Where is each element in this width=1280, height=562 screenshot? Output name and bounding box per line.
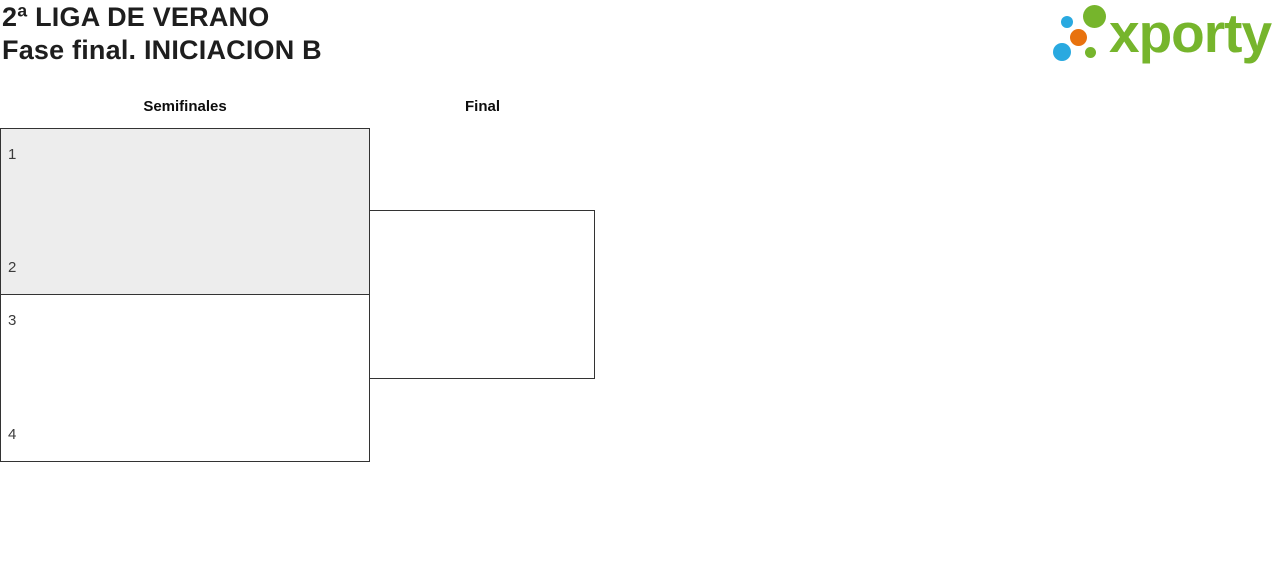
logo-dot-icon xyxy=(1070,29,1087,46)
round-header-semifinales: Semifinales xyxy=(143,98,227,115)
logo-dot-icon xyxy=(1053,43,1071,61)
semifinal-match-2: 3 4 xyxy=(0,294,370,462)
seed-slot-3: 3 xyxy=(8,312,17,329)
logo-dot-icon xyxy=(1085,47,1096,58)
semifinal-match-1: 1 2 xyxy=(0,128,370,295)
xporty-logo-link[interactable]: xporty xyxy=(1048,0,1280,75)
page-title-line1: 2ª LIGA DE VERANO xyxy=(2,2,270,32)
logo-dot-icon xyxy=(1061,16,1073,28)
page-title: 2ª LIGA DE VERANO Fase final. INICIACION… xyxy=(2,1,322,67)
seed-slot-4: 4 xyxy=(8,426,17,443)
page-title-line2: Fase final. INICIACION B xyxy=(2,35,322,65)
logo-dot-icon xyxy=(1083,5,1106,28)
final-match xyxy=(369,210,595,379)
seed-slot-1: 1 xyxy=(8,146,17,163)
round-header-final: Final xyxy=(464,98,500,115)
seed-slot-2: 2 xyxy=(8,259,17,276)
xporty-logo-wordmark: xporty xyxy=(1109,2,1272,64)
